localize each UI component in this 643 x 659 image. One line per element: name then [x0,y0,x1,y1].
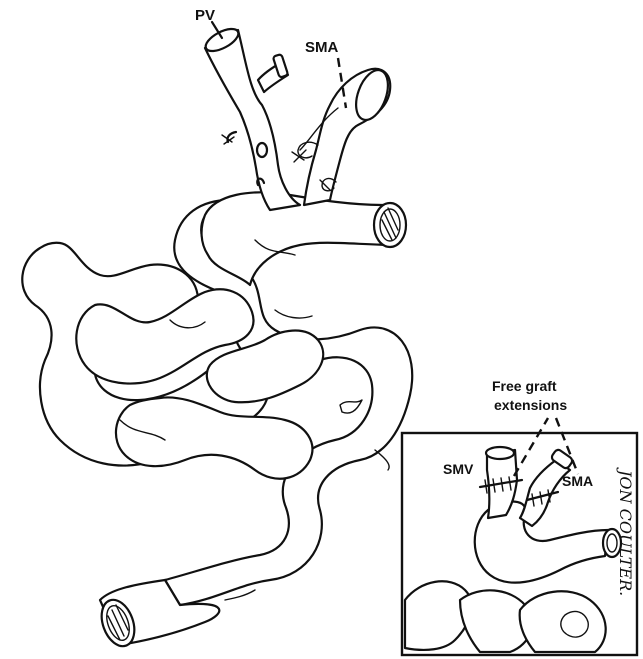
inset-panel [402,418,637,655]
inset-title-line2: extensions [494,397,567,413]
portal-vein-graft [202,24,300,210]
inset-smv-label: SMV [443,461,474,477]
sma-graft [292,58,394,205]
inset-title-line1: Free graft [492,378,557,394]
pv-label: PV [195,7,215,24]
sma-label: SMA [305,39,339,56]
inset-sma-label: SMA [562,473,593,489]
artist-signature: JON COULTER. [616,467,635,596]
small-bowel-loops [22,192,412,650]
